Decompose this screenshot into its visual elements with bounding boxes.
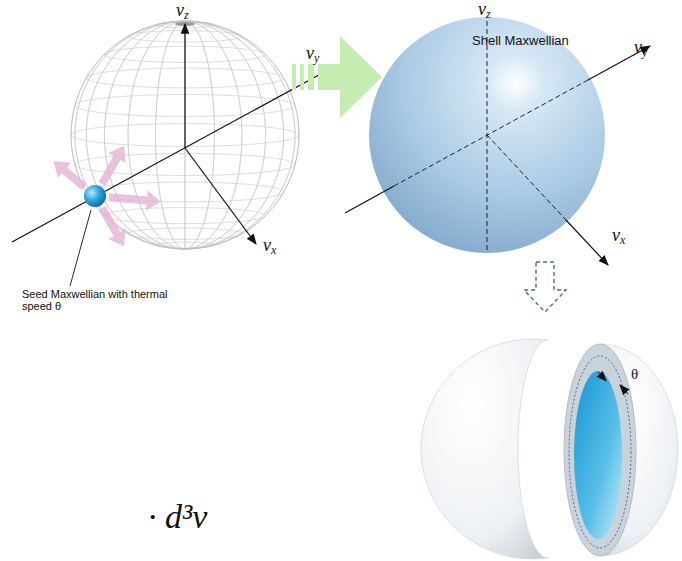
axis-symbol: v	[306, 43, 314, 63]
axis-label: vy	[634, 38, 647, 59]
vy-axis	[345, 186, 394, 213]
seed-label: Seed Maxwellian with thermal speed θ	[22, 288, 172, 312]
axis-symbol: v	[176, 0, 184, 20]
cut-arrow	[524, 262, 566, 312]
latitude-line	[104, 208, 265, 224]
longitude-line	[155, 21, 214, 249]
longitude-line	[128, 21, 242, 249]
axis-label: vx	[263, 236, 276, 257]
seed-maxwellian	[84, 185, 106, 207]
vy-axis	[12, 70, 328, 242]
vx-axis-hidden	[487, 135, 566, 220]
expansion-arrows	[47, 141, 161, 251]
longitude-line	[104, 21, 265, 249]
axis-subscript: z	[184, 8, 189, 22]
longitude-line	[128, 21, 242, 249]
longitude-line	[86, 21, 283, 249]
thickness-label: θ	[631, 366, 638, 383]
axis-subscript: x	[620, 233, 625, 247]
shell-label: Shell Maxwellian	[472, 34, 569, 48]
vx-axis	[566, 220, 608, 265]
axis-subscript: y	[314, 51, 319, 65]
axis-label: vz	[176, 1, 189, 22]
longitude-line	[155, 21, 214, 249]
inner-cavity	[574, 371, 622, 539]
longitude-line	[185, 21, 186, 249]
longitude-line	[104, 21, 265, 249]
thickness-arrow	[620, 385, 628, 394]
vy-axis-hidden	[394, 80, 588, 186]
sphere-half	[421, 339, 548, 559]
axis-symbol: v	[263, 235, 271, 255]
vz-axis	[184, 24, 185, 148]
axis-symbol: v	[478, 0, 486, 19]
longitude-line	[86, 21, 283, 249]
transform-arrow	[292, 36, 382, 118]
leader-line	[70, 210, 91, 286]
axis-symbol: v	[612, 225, 620, 245]
axis-label: vx	[612, 226, 625, 247]
axis-subscript: y	[642, 45, 647, 59]
axis-label: vy	[306, 44, 319, 65]
formula-fragment: · d³v	[148, 498, 207, 535]
shell-sphere	[369, 17, 605, 253]
vx-axis	[185, 148, 256, 244]
shell-midline	[569, 356, 631, 548]
axis-subscript: z	[486, 7, 491, 21]
axis-label: vz	[478, 0, 491, 21]
axis-subscript: x	[271, 243, 276, 257]
thickness-arrow	[598, 372, 606, 381]
shell-cross-section	[564, 344, 636, 556]
axis-symbol: v	[634, 37, 642, 57]
